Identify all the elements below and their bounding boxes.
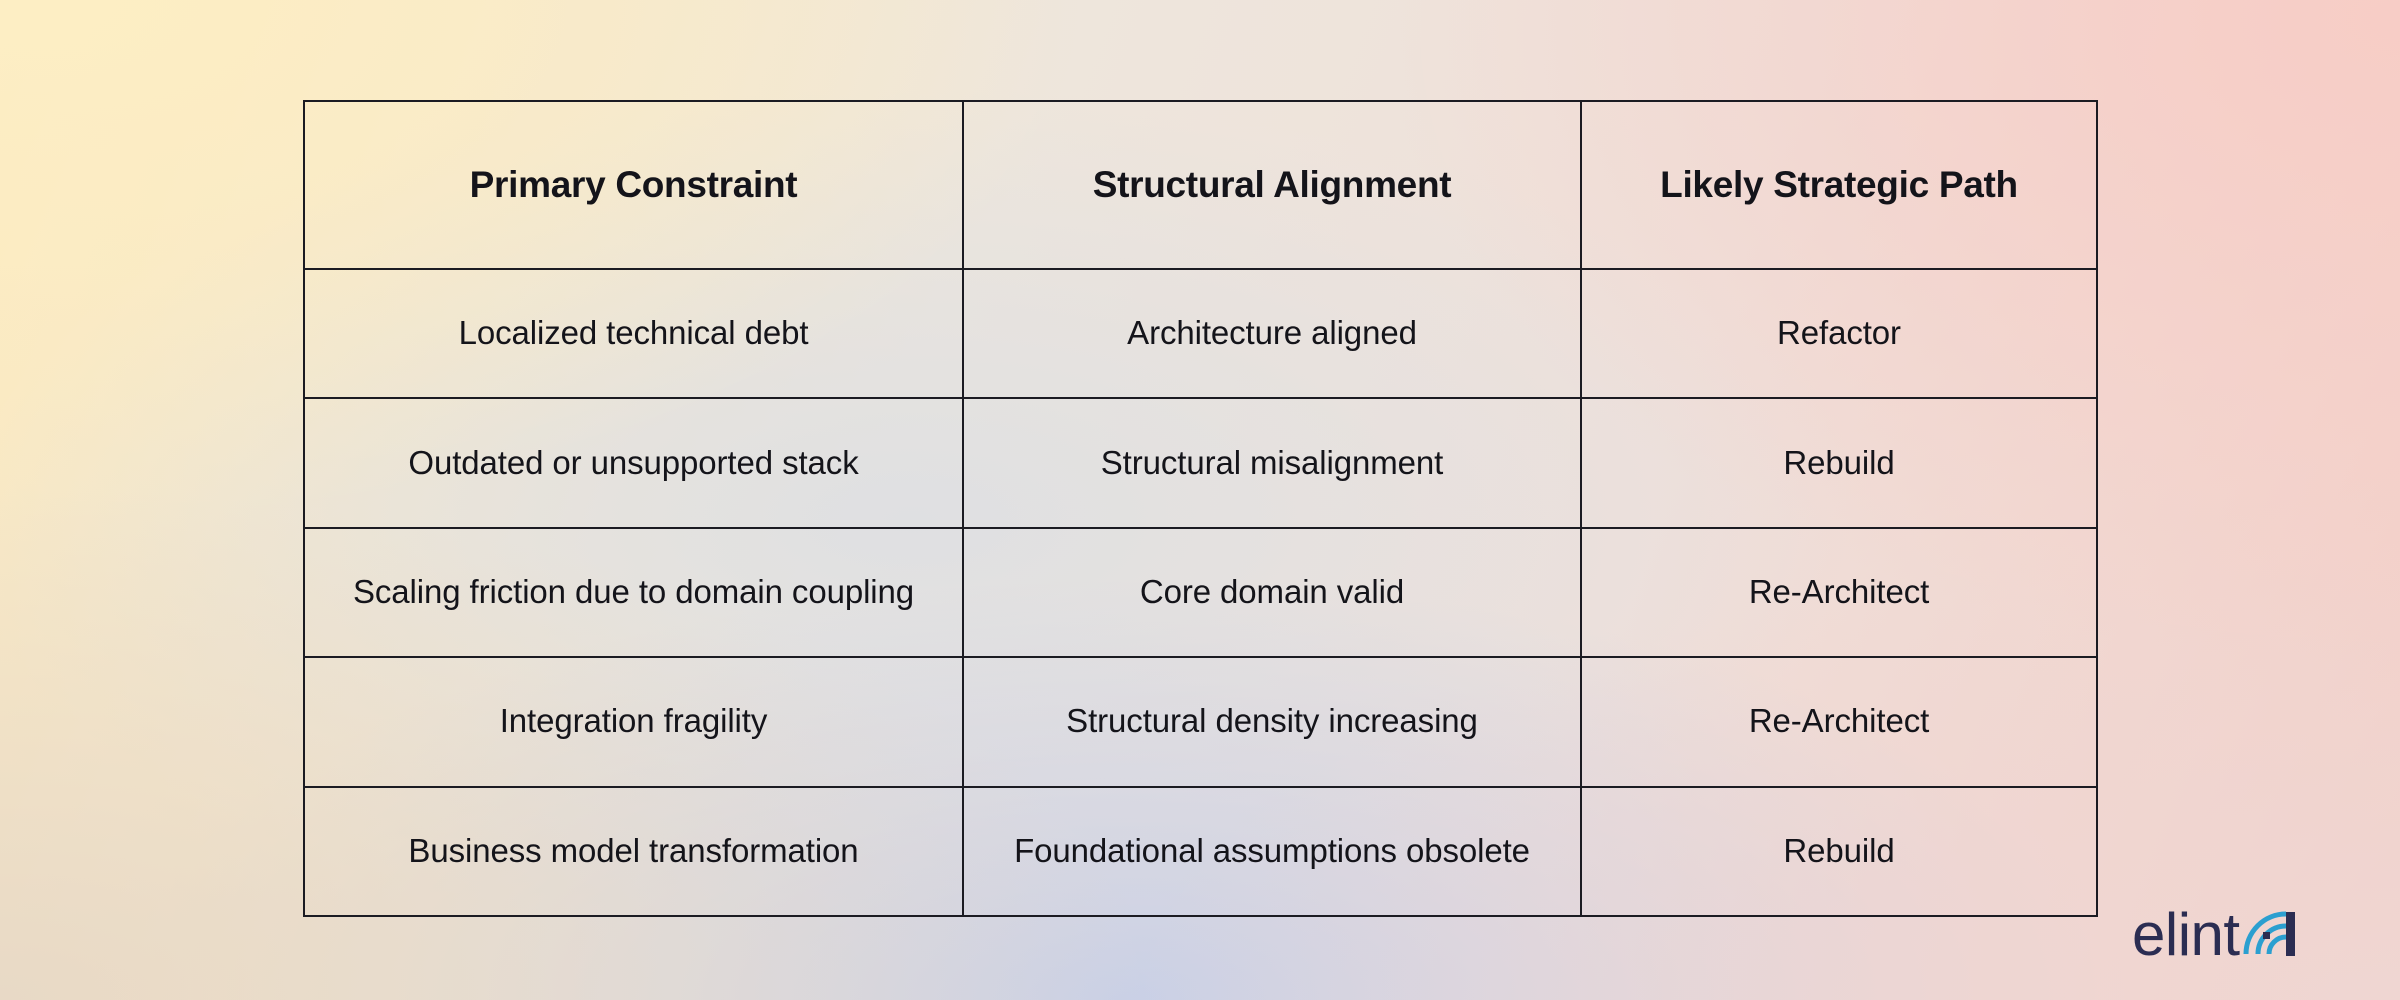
brand-logo: elint	[2132, 898, 2350, 976]
cell-likely-strategic-path: Re-Architect	[1580, 526, 2098, 659]
cell-structural-alignment: Structural misalignment	[962, 397, 1582, 529]
cell-primary-constraint: Localized technical debt	[303, 267, 964, 400]
column-header-likely-strategic-path: Likely Strategic Path	[1580, 100, 2098, 270]
column-header-primary-constraint: Primary Constraint	[303, 100, 964, 270]
cell-likely-strategic-path: Refactor	[1580, 267, 2098, 400]
cell-primary-constraint: Business model transformation	[303, 785, 964, 917]
table-row: Localized technical debt Architecture al…	[303, 267, 2098, 400]
strategy-matrix-table: Primary Constraint Structural Alignment …	[303, 100, 2098, 917]
strategy-matrix-table-container: Primary Constraint Structural Alignment …	[303, 100, 2098, 917]
table-row: Business model transformation Foundation…	[303, 785, 2098, 917]
cell-likely-strategic-path: Re-Architect	[1580, 656, 2098, 788]
cell-primary-constraint: Integration fragility	[303, 656, 964, 788]
cell-structural-alignment: Foundational assumptions obsolete	[962, 785, 1582, 917]
table-row: Outdated or unsupported stack Structural…	[303, 397, 2098, 529]
cell-structural-alignment: Architecture aligned	[962, 267, 1582, 400]
cell-structural-alignment: Structural density increasing	[962, 656, 1582, 788]
cell-likely-strategic-path: Rebuild	[1580, 785, 2098, 917]
cell-primary-constraint: Outdated or unsupported stack	[303, 397, 964, 529]
table-header-row: Primary Constraint Structural Alignment …	[303, 100, 2098, 270]
brand-wordmark: elint	[2132, 901, 2240, 968]
table-row: Integration fragility Structural density…	[303, 656, 2098, 788]
column-header-structural-alignment: Structural Alignment	[962, 100, 1582, 270]
table-row: Scaling friction due to domain coupling …	[303, 526, 2098, 659]
cell-structural-alignment: Core domain valid	[962, 526, 1582, 659]
cell-likely-strategic-path: Rebuild	[1580, 397, 2098, 529]
cell-primary-constraint: Scaling friction due to domain coupling	[303, 526, 964, 659]
signal-wave-icon	[2243, 911, 2295, 956]
